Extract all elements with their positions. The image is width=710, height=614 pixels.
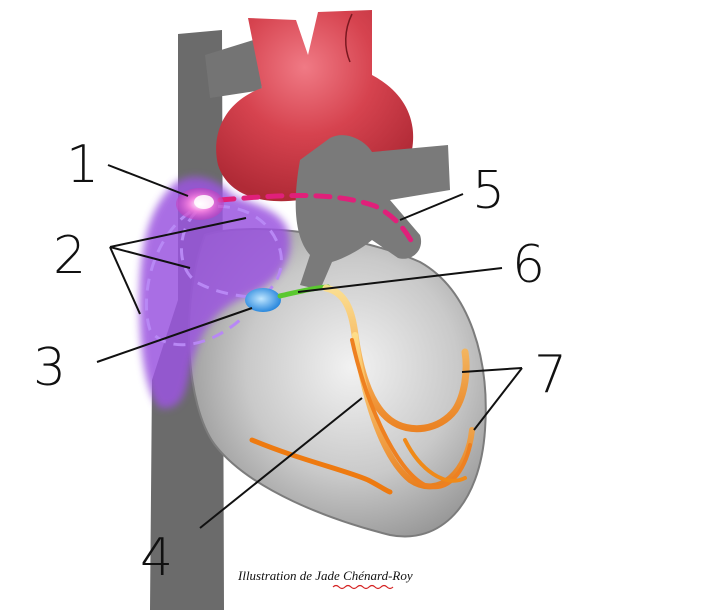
illustration-credit: Illustration de Jade Chénard-Roy — [237, 568, 413, 583]
leader-2c — [110, 247, 140, 314]
label-7: 7 — [534, 345, 567, 405]
sa-node-core — [194, 195, 214, 209]
label-4: 4 — [140, 528, 173, 588]
label-2: 2 — [53, 226, 86, 286]
label-1: 1 — [66, 135, 99, 195]
label-5: 5 — [472, 161, 505, 221]
leader-5 — [400, 194, 463, 220]
label-3: 3 — [33, 338, 66, 398]
label-6: 6 — [512, 235, 545, 295]
leader-1 — [108, 165, 188, 196]
spellcheck-underline — [333, 586, 393, 589]
